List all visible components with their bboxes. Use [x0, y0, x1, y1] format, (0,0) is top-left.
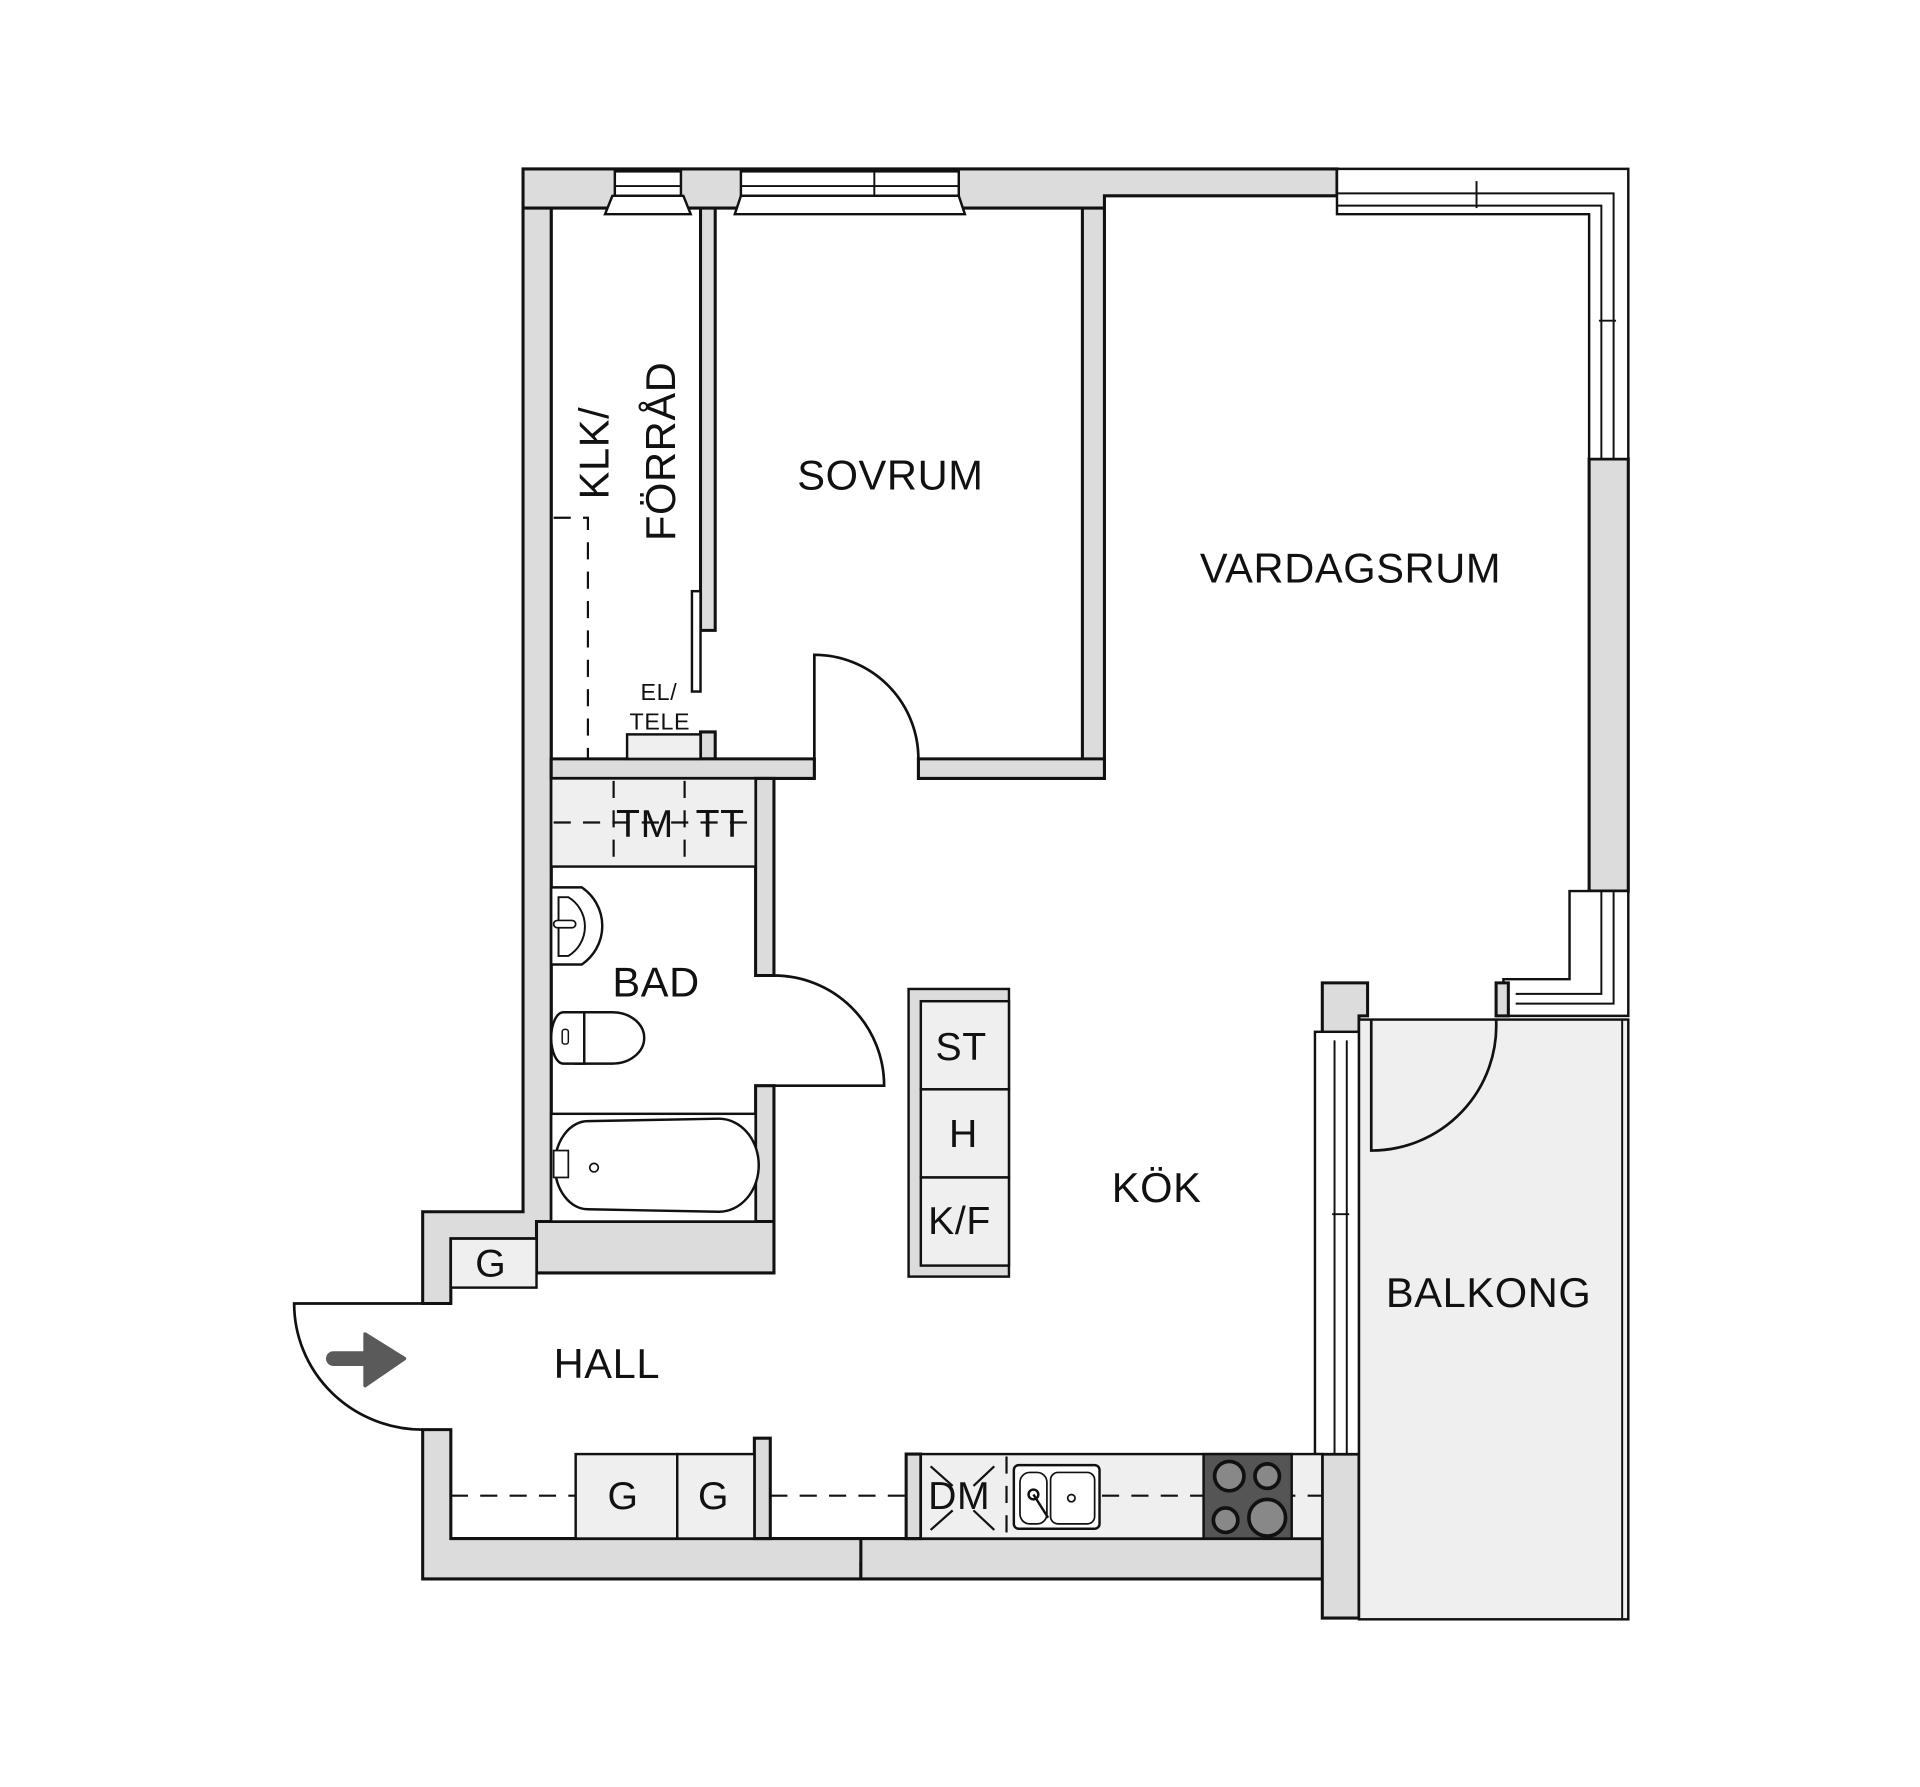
el-tele-label-2: TELE [630, 708, 691, 734]
washbasin-icon [549, 886, 604, 966]
balkong-door[interactable] [1369, 1019, 1498, 1152]
el-tele-label-1: EL/ [641, 679, 678, 705]
balkong-area [1357, 1018, 1630, 1621]
wardrobe-top [449, 1237, 538, 1289]
room-label-hall: HALL [554, 1340, 661, 1387]
wardrobe-label-2: G [698, 1475, 729, 1518]
wardrobe-label-top: G [475, 1243, 506, 1286]
h-label: H [949, 1113, 978, 1156]
wardrobe-bottom-1 [574, 1452, 679, 1540]
klk-shelf-outline [553, 516, 590, 759]
bad-door[interactable] [773, 974, 886, 1088]
arrow-right-icon [325, 1332, 407, 1388]
room-label-kok: KÖK [1112, 1164, 1202, 1211]
room-label-vardagsrum: VARDAGSRUM [1200, 545, 1501, 592]
windows [603, 167, 1630, 1456]
sovrum-door[interactable] [813, 653, 920, 779]
stove-icon [1202, 1452, 1293, 1540]
bathroom-fixtures [549, 886, 760, 1223]
kitchen-sink-icon [1012, 1463, 1101, 1530]
toilet-icon [549, 1011, 646, 1065]
tall-cabinets [907, 987, 1011, 1278]
room-label-sovrum: SOVRUM [797, 452, 983, 499]
room-label-klk: KLK/ [571, 407, 618, 500]
wardrobe-bottom-2 [676, 1452, 756, 1540]
room-label-balkong: BALKONG [1386, 1269, 1591, 1316]
entrance-door[interactable] [292, 1302, 423, 1431]
tm-label: TM [616, 803, 674, 846]
wardrobe-label-1: G [607, 1475, 638, 1518]
room-label-forrad: FÖRRÅD [637, 362, 684, 541]
bathtub-icon [553, 1117, 760, 1213]
laundry-area [549, 777, 757, 868]
tt-label: TT [696, 803, 745, 846]
room-label-bad: BAD [612, 958, 699, 1005]
el-tele-cabinet [625, 733, 702, 761]
kitchen-counter [919, 1452, 1324, 1540]
st-label: ST [936, 1026, 987, 1069]
klk-sliding-door[interactable] [690, 589, 702, 693]
dm-label: DM [928, 1475, 990, 1518]
kf-label: K/F [928, 1200, 991, 1243]
